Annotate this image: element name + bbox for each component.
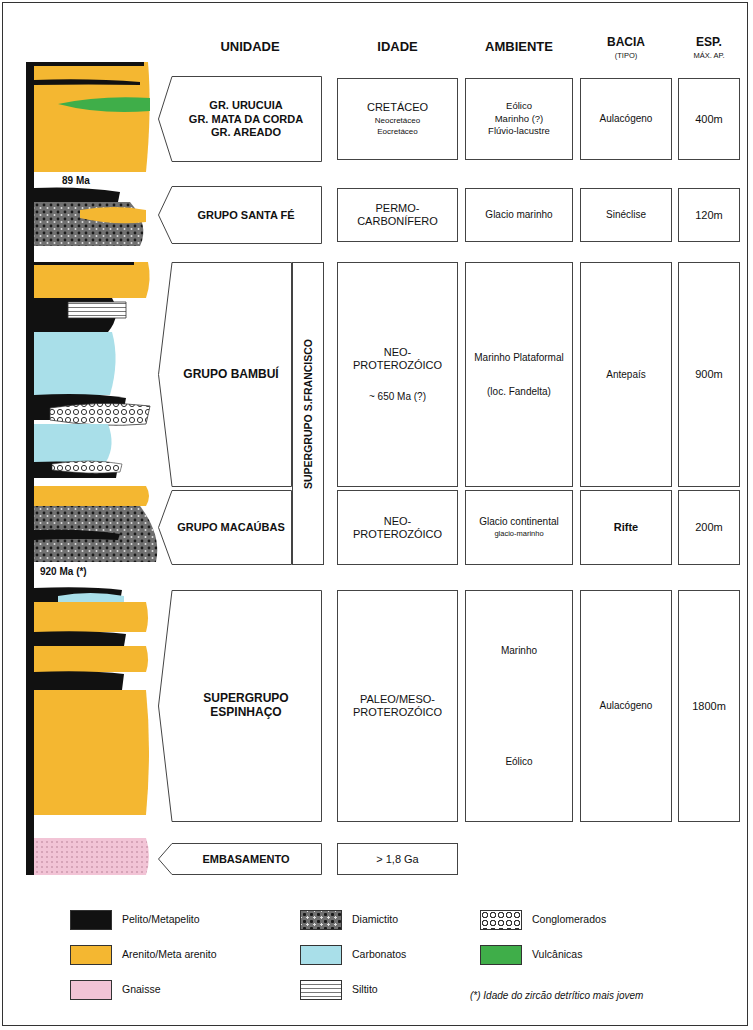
column-header: MÁX. AP. <box>678 52 740 61</box>
legend-text: Carbonatos <box>352 948 406 960</box>
cell-text: Rifte <box>614 521 638 534</box>
unit-name: GRUPO BAMBUÍ <box>183 368 278 382</box>
footnote: (*) Idade do zircão detrítico mais jovem <box>470 990 745 1002</box>
column-header: BACIA <box>580 36 672 50</box>
table-cell: 400m <box>678 78 740 160</box>
column-header: ESP. <box>678 36 740 50</box>
table-cell: Aulacógeno <box>580 78 672 160</box>
cell-text: ~ 650 Ma (?) <box>369 391 426 403</box>
unit-arrow: SUPERGRUPO ESPINHAÇO <box>158 590 322 822</box>
cell-text: 400m <box>695 113 723 126</box>
table-cell: Glacio continental glacio-marinho <box>465 490 573 565</box>
table-cell: Aulacógeno <box>580 590 672 822</box>
legend-swatch <box>70 910 112 930</box>
unit-arrow: GRUPO MACAÚBAS <box>158 490 292 565</box>
legend-text: Pelito/Metapelito <box>122 913 200 925</box>
legend-swatch <box>300 910 342 930</box>
legend-swatch <box>300 980 342 1000</box>
cell-text: Marinho <box>501 645 537 657</box>
cell-text: Eocretáceo <box>377 127 417 136</box>
cell-text: Aulacógeno <box>600 113 653 125</box>
cell-text: 120m <box>695 209 723 222</box>
cell-text: 200m <box>695 521 723 534</box>
cell-text: Marinho Plataformal <box>474 352 563 364</box>
cell-text: 900m <box>695 368 723 381</box>
cell-text: NEO-PROTEROZÓICO <box>342 346 453 371</box>
legend-swatch <box>300 945 342 965</box>
legend-swatch <box>480 910 522 930</box>
legend-text: Siltito <box>352 983 378 995</box>
cell-text: NEO-PROTEROZÓICO <box>342 515 453 540</box>
cell-text: Marinho (?) <box>495 114 544 125</box>
cell-text: Glacio continental <box>479 516 559 528</box>
cell-text: CRETÁCEO <box>367 101 428 114</box>
table-cell: NEO-PROTEROZÓICO <box>337 490 458 565</box>
legend-swatch <box>70 945 112 965</box>
age-label: 89 Ma <box>62 175 132 187</box>
legend-text: Gnaisse <box>122 983 161 995</box>
age-label: 920 Ma (*) <box>40 566 130 578</box>
cell-text: SUPERGRUPO S.FRANCISCO <box>302 339 314 489</box>
table-cell: Sinéclise <box>580 188 672 242</box>
table-cell: 200m <box>678 490 740 565</box>
cell-text: > 1,8 Ga <box>376 853 419 866</box>
unit-name: SUPERGRUPO ESPINHAÇO <box>174 692 318 720</box>
legend-text: Vulcânicas <box>532 948 582 960</box>
legend-text: Conglomerados <box>532 913 606 925</box>
table-cell: 900m <box>678 262 740 487</box>
legend-text: Diamictito <box>352 913 398 925</box>
supergroup-band: SUPERGRUPO S.FRANCISCO <box>292 262 324 565</box>
cell-text: Neocretáceo <box>375 116 420 125</box>
unit-name: GRUPO SANTA FÉ <box>197 209 294 222</box>
unit-arrow: EMBASAMENTO <box>158 843 322 875</box>
table-cell: CRETÁCEO NeocretáceoEocretáceo <box>337 78 458 160</box>
column-header: UNIDADE <box>175 40 325 55</box>
unit-name: EMBASAMENTO <box>202 853 289 866</box>
legend-text: Arenito/Meta arenito <box>122 948 217 960</box>
unit-arrow: GRUPO SANTA FÉ <box>158 186 322 244</box>
table-cell: Rifte <box>580 490 672 565</box>
legend-swatch <box>70 980 112 1000</box>
column-header: (TIPO) <box>580 52 672 61</box>
table-cell: 1800m <box>678 590 740 822</box>
column-header: AMBIENTE <box>465 40 573 55</box>
cell-text: Aulacógeno <box>600 700 653 712</box>
cell-text: (loc. Fandelta) <box>487 386 551 398</box>
unit-name: GR. URUCUIA <box>209 99 282 112</box>
cell-text: Eólico <box>506 101 532 112</box>
cell-text: Flúvio-lacustre <box>488 126 550 137</box>
unit-arrow: GR. URUCUIAGR. MATA DA CORDAGR. AREADO <box>158 76 322 162</box>
cell-text: Antepaís <box>606 369 645 381</box>
table-cell: PALEO/MESO-PROTEROZÓICO <box>337 590 458 822</box>
table-cell: PERMO-CARBONÍFERO <box>337 188 458 242</box>
table-cell: MarinhoEólico <box>465 590 573 822</box>
table-cell: Antepaís <box>580 262 672 487</box>
cell-text: PERMO-CARBONÍFERO <box>342 202 453 227</box>
unit-name: GRUPO MACAÚBAS <box>177 521 285 534</box>
unit-arrow: GRUPO BAMBUÍ <box>158 262 292 487</box>
cell-text: Sinéclise <box>606 209 646 221</box>
cell-text: Eólico <box>505 756 532 768</box>
table-cell: > 1,8 Ga <box>337 843 458 875</box>
table-cell: Glacio marinho <box>465 188 573 242</box>
legend-swatch <box>480 945 522 965</box>
unit-name: GR. AREADO <box>211 126 281 139</box>
unit-name: GR. MATA DA CORDA <box>189 113 303 126</box>
table-cell: Marinho Plataformal (loc. Fandelta) <box>465 262 573 487</box>
table-cell: 120m <box>678 188 740 242</box>
cell-text: 1800m <box>692 700 726 713</box>
cell-text: PALEO/MESO-PROTEROZÓICO <box>342 693 453 718</box>
table-cell: NEO-PROTEROZÓICO ~ 650 Ma (?) <box>337 262 458 487</box>
column-header: IDADE <box>337 40 458 55</box>
cell-text: Glacio marinho <box>485 209 552 221</box>
table-cell: EólicoMarinho (?)Flúvio-lacustre <box>465 78 573 160</box>
cell-text: glacio-marinho <box>494 530 543 539</box>
